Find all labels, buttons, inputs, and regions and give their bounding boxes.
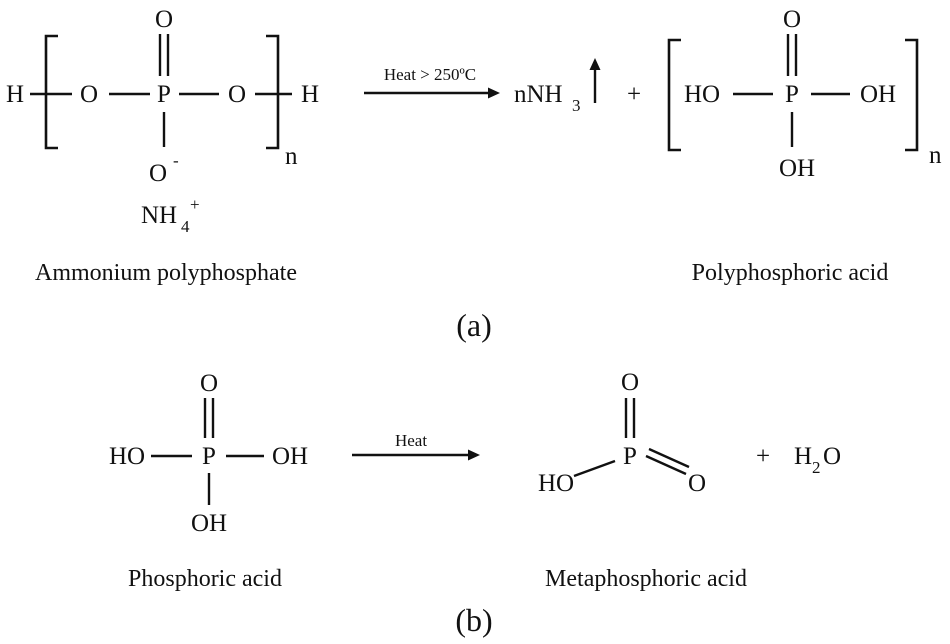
panel-b: HO P OH O OH Phosphoric acid Heat O P HO…: [109, 369, 841, 638]
gas-evolution-arrowhead: [589, 58, 601, 70]
label-ammonium-polyphosphate: Ammonium polyphosphate: [35, 260, 297, 286]
label-metaphosphoric-acid: Metaphosphoric acid: [545, 566, 747, 592]
water-byproduct: H 2 O: [794, 443, 841, 477]
end-group-h-right: H: [301, 81, 319, 108]
group-ho: HO: [684, 81, 720, 108]
reaction-condition-b: Heat: [395, 431, 427, 450]
panel-a: H O P O H O O - n NH 4 + Ammonium polyph…: [6, 6, 942, 343]
ammonium-polyphosphate-structure: H O P O H O O - n NH 4 +: [6, 6, 319, 236]
reaction-arrowhead-b: [468, 449, 480, 461]
charge-minus: -: [173, 151, 179, 170]
water-h: H: [794, 443, 812, 470]
atom-o-double-b: O: [200, 370, 218, 397]
group-oh-bottom: OH: [779, 155, 815, 182]
plus-sign-a: +: [627, 81, 641, 108]
group-oh-bottom-b: OH: [191, 510, 227, 537]
atom-p-meta: P: [623, 443, 637, 470]
counter-ion-nh: NH: [141, 202, 177, 229]
phosphoric-acid-structure: HO P OH O OH: [109, 370, 308, 537]
reaction-arrowhead-a: [488, 87, 500, 99]
atom-o-minus: O: [149, 160, 167, 187]
reaction-condition-a: Heat > 250ºC: [384, 65, 476, 84]
ammonia-byproduct: nNH 3: [514, 58, 601, 115]
product-bracket-right: [905, 38, 919, 152]
double-bond-right-1: [645, 454, 687, 476]
atom-p-b: P: [202, 443, 216, 470]
plus-sign-b: +: [756, 443, 770, 470]
metaphosphoric-acid-structure: O P HO O: [538, 369, 706, 497]
atom-o-top-meta: O: [621, 369, 639, 396]
ammonia-formula: nNH: [514, 81, 563, 108]
label-polyphosphoric-acid: Polyphosphoric acid: [692, 260, 889, 286]
atom-p: P: [157, 81, 171, 108]
repeat-count-n: n: [285, 143, 298, 170]
counter-ion-subscript: 4: [181, 217, 190, 236]
water-o: O: [823, 443, 841, 470]
group-ho-b: HO: [109, 443, 145, 470]
polyphosphoric-acid-structure: HO P OH O OH n: [667, 6, 942, 182]
water-subscript: 2: [812, 458, 821, 477]
counter-ion-superscript: +: [190, 195, 200, 214]
panel-caption-b: (b): [455, 602, 492, 638]
repeat-bracket-right: [266, 34, 280, 150]
atom-p-product: P: [785, 81, 799, 108]
atom-o-left: O: [80, 81, 98, 108]
product-bracket-left: [667, 38, 681, 152]
atom-o-double-product: O: [783, 6, 801, 33]
end-group-h-left: H: [6, 81, 24, 108]
bond-ho-p-meta: [573, 459, 616, 478]
group-ho-meta: HO: [538, 470, 574, 497]
atom-o-double-bonded: O: [155, 6, 173, 33]
repeat-bracket-left: [44, 34, 58, 150]
label-phosphoric-acid: Phosphoric acid: [128, 566, 282, 592]
group-oh-right-b: OH: [272, 443, 308, 470]
panel-caption-a: (a): [456, 307, 492, 343]
atom-o-right-meta: O: [688, 470, 706, 497]
repeat-count-n-product: n: [929, 142, 942, 169]
group-oh-right: OH: [860, 81, 896, 108]
atom-o-right: O: [228, 81, 246, 108]
ammonia-subscript: 3: [572, 96, 581, 115]
double-bond-right-2: [648, 447, 690, 469]
